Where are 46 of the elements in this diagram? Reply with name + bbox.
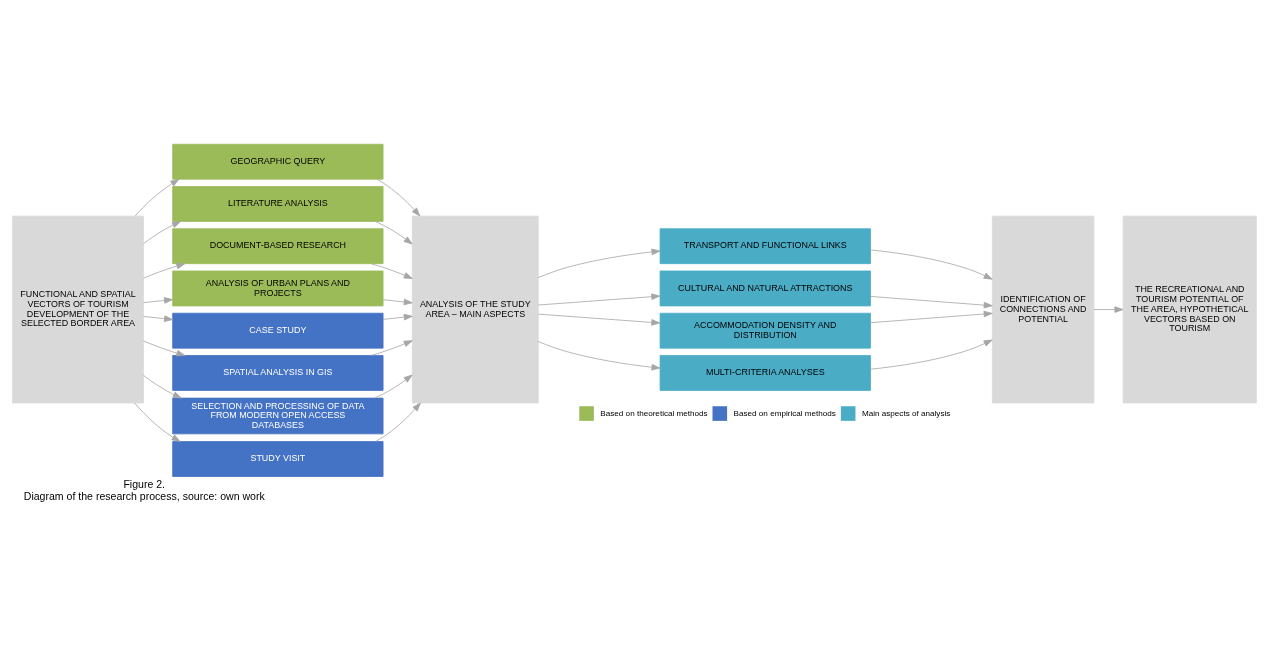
node-box: CASE STUDY — [172, 312, 384, 349]
arrow — [870, 295, 993, 308]
node-box: DOCUMENT-BASED RESEARCH — [172, 227, 384, 264]
node-box: LITERATURE ANALYSIS — [172, 185, 384, 222]
diagram-title: Figure 2. — [123, 477, 166, 490]
node-box: IDENTIFICATION OF CONNECTIONS AND POTENTIAL — [991, 215, 1095, 403]
node-box: ANALYSIS OF THE STUDY AREA – MAIN ASPECTS — [411, 215, 539, 403]
node-box: SPATIAL ANALYSIS IN GIS — [172, 354, 384, 391]
node-box: SELECTION AND PROCESSING OF DATA FROM MODERN OPEN ACCESS DATABASES — [172, 397, 384, 434]
arrow — [870, 310, 993, 323]
node-box: CULTURAL AND NATURAL ATTRACTIONS — [659, 270, 871, 306]
arrow — [134, 178, 180, 216]
arrow — [537, 313, 661, 326]
arrow — [1093, 305, 1124, 313]
node-box: GEOGRAPHIC QUERY — [172, 143, 384, 180]
arrow — [376, 178, 421, 216]
legend-label: Main aspects of analysis — [861, 408, 951, 418]
arrow — [143, 314, 174, 322]
arrow — [537, 340, 661, 370]
legend-label: Based on empirical methods — [733, 408, 836, 418]
arrow — [143, 296, 174, 304]
caption: Diagram of the research process, source: own work — [23, 489, 265, 502]
arrow — [143, 374, 182, 398]
node-box: STUDY VISIT — [172, 440, 384, 477]
arrow — [370, 339, 413, 356]
node-box: ACCOMMODATION DENSITY AND DISTRIBUTION — [659, 312, 871, 349]
arrow — [870, 249, 993, 280]
node-box: ANALYSIS OF URBAN PLANS AND PROJECTS — [172, 270, 384, 306]
arrow — [374, 374, 413, 398]
arrow — [870, 339, 993, 370]
arrow — [143, 340, 186, 356]
arrow — [375, 402, 421, 442]
arrow — [375, 220, 413, 244]
arrow — [537, 248, 661, 278]
arrow — [143, 262, 186, 279]
arrow — [382, 298, 413, 305]
node-box: TRANSPORT AND FUNCTIONAL LINKS — [659, 227, 871, 264]
arrow — [143, 220, 181, 244]
legend-label: Based on theoretical methods — [600, 408, 708, 418]
node-box: MULTI-CRITERIA ANALYSES — [659, 354, 871, 391]
arrow — [134, 402, 181, 442]
node-box: THE RECREATIONAL AND TOURISM POTENTIAL OF THE AREA, HYPOTHETICAL VECTORS BASED ON TOURISM — [1122, 215, 1257, 403]
arrow — [382, 313, 413, 320]
arrow — [370, 262, 413, 279]
node-box: FUNCTIONAL AND SPATIAL VECTORS OF TOURISM DEVELOPMENT OF THE SELECTED BORDER AREA — [12, 215, 144, 403]
arrow — [537, 292, 661, 305]
